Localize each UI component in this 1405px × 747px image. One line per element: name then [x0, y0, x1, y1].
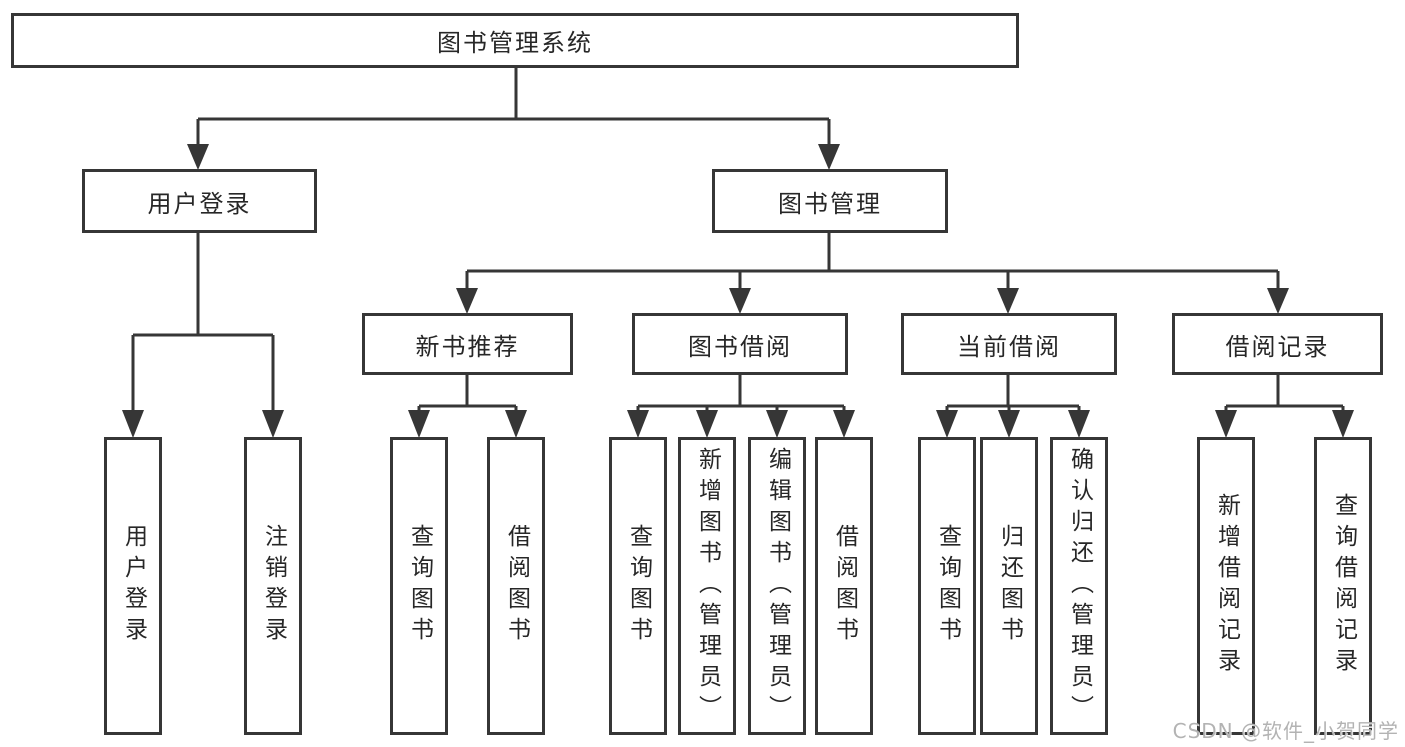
arrow-down-icon — [998, 410, 1020, 438]
leaf-user-login: 用户登录 — [104, 437, 162, 735]
arrow-down-icon — [122, 410, 144, 438]
leaf-confirm-return-admin: 确认归还（管理员） — [1050, 437, 1108, 735]
arrow-down-icon — [818, 144, 840, 170]
arrow-down-icon — [997, 288, 1019, 314]
leaf-query-books-borrow: 查询图书 — [609, 437, 667, 735]
arrow-down-icon — [729, 288, 751, 314]
arrow-down-icon — [696, 410, 718, 438]
leaf-borrow-books-recommend: 借阅图书 — [487, 437, 545, 735]
node-user-login: 用户登录 — [82, 169, 317, 233]
arrow-down-icon — [262, 410, 284, 438]
leaf-logout: 注销登录 — [244, 437, 302, 735]
leaf-return-books: 归还图书 — [980, 437, 1038, 735]
leaf-query-books-current: 查询图书 — [918, 437, 976, 735]
arrow-down-icon — [1068, 410, 1090, 438]
arrow-down-icon — [456, 288, 478, 314]
arrow-down-icon — [1267, 288, 1289, 314]
arrow-down-icon — [766, 410, 788, 438]
watermark-text: CSDN @软件_小贺同学 — [1172, 719, 1399, 743]
arrow-down-icon — [1215, 410, 1237, 438]
arrow-down-icon — [187, 144, 209, 170]
arrowheads — [122, 144, 1354, 438]
node-book-borrowing: 图书借阅 — [632, 313, 848, 375]
node-library-management-system: 图书管理系统 — [11, 13, 1019, 68]
arrow-down-icon — [833, 410, 855, 438]
node-borrowing-records: 借阅记录 — [1172, 313, 1383, 375]
node-new-book-recommend: 新书推荐 — [362, 313, 573, 375]
leaf-add-book-admin: 新增图书（管理员） — [678, 437, 736, 735]
leaf-query-borrow-record: 查询借阅记录 — [1314, 437, 1372, 735]
arrow-down-icon — [936, 410, 958, 438]
leaf-edit-book-admin: 编辑图书（管理员） — [748, 437, 806, 735]
leaf-borrow-books: 借阅图书 — [815, 437, 873, 735]
connector-paths — [131, 68, 1345, 412]
leaf-query-books-recommend: 查询图书 — [390, 437, 448, 735]
node-current-borrowing: 当前借阅 — [901, 313, 1117, 375]
arrow-down-icon — [627, 410, 649, 438]
arrow-down-icon — [1332, 410, 1354, 438]
leaf-add-borrow-record: 新增借阅记录 — [1197, 437, 1255, 735]
arrow-down-icon — [505, 410, 527, 438]
node-book-management: 图书管理 — [712, 169, 948, 233]
arrow-down-icon — [408, 410, 430, 438]
